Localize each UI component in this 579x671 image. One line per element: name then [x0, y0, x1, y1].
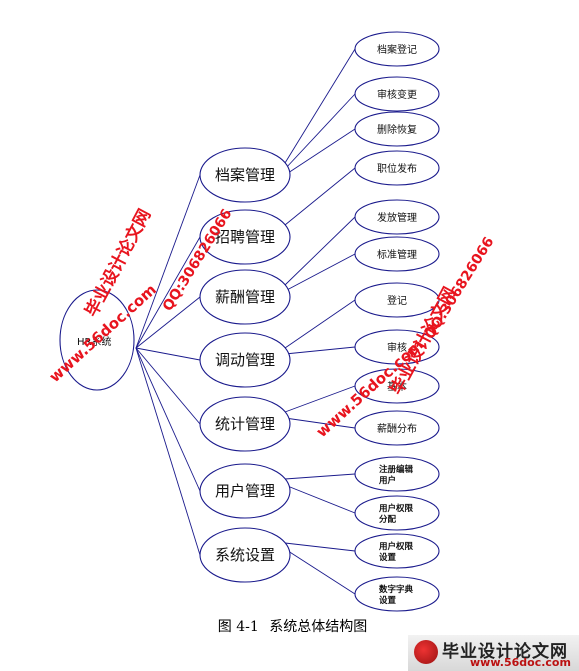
diagram-edges [135, 48, 356, 595]
sub-node-label: 薪酬分布 [377, 423, 417, 435]
sub-node-label: 登记 [387, 294, 407, 307]
edge-root-to-module [135, 347, 201, 556]
edge-module-to-child [284, 385, 356, 413]
module-node-label: 用户管理 [215, 482, 275, 500]
sub-node-label: 设置 [379, 552, 397, 563]
sub-node-label: 档案登记 [377, 43, 417, 56]
module-node [199, 269, 291, 325]
sub-node [354, 329, 440, 365]
module-node [199, 147, 291, 203]
caption-text: 系统总体结构图 [269, 619, 368, 635]
edge-root-to-module [135, 347, 201, 361]
edge-module-to-child [284, 128, 356, 176]
sub-node-label: 注册编辑 [379, 464, 414, 475]
sub-node-label: 设置 [379, 595, 397, 606]
edge-root-to-module [135, 236, 201, 349]
edge-module-to-child [284, 473, 356, 480]
sub-node [354, 456, 440, 492]
module-node-label: 系统设置 [215, 546, 275, 564]
edge-module-to-child [284, 548, 356, 595]
sub-node-label: 发放管理 [377, 211, 417, 224]
module-node [199, 527, 291, 583]
module-node-label: 薪酬管理 [215, 288, 275, 306]
edge-root-to-module [135, 174, 201, 349]
watermark-bottom-url: www.56doc.com [470, 656, 571, 669]
module-node-label: 档案管理 [215, 166, 275, 184]
watermark-bottom-title: 毕业设计论文网 [442, 642, 568, 662]
sub-node-label: 删除恢复 [377, 123, 417, 136]
sub-node [354, 31, 440, 67]
module-node [199, 209, 291, 265]
sub-node-label: 数字字典 [379, 584, 414, 595]
edge-module-to-child [284, 93, 356, 170]
edge-module-to-child [284, 253, 356, 292]
sub-node [354, 76, 440, 112]
sub-node [354, 150, 440, 186]
edge-module-to-child [284, 299, 356, 349]
module-node [199, 463, 291, 519]
sub-node [354, 533, 440, 569]
sub-node-label: 用户权限 [378, 541, 414, 552]
edge-module-to-child [284, 167, 356, 226]
root-node [59, 289, 135, 391]
edge-module-to-child [284, 48, 356, 164]
sub-node-label: 分配 [379, 514, 397, 525]
caption-figure-number: 图 4-1 [217, 619, 259, 635]
sub-node-label: 基本 [387, 380, 407, 393]
sub-node-label: 职位发布 [377, 162, 417, 175]
edge-module-to-child [284, 417, 356, 429]
module-node-label: 招聘管理 [215, 228, 275, 246]
edge-module-to-child [284, 484, 356, 514]
sub-node [354, 111, 440, 147]
sub-node-label: 审核变更 [377, 88, 417, 101]
root-node-label: HR系统 [77, 335, 111, 348]
sub-node-label: 用户权限 [378, 503, 414, 514]
sub-node [354, 236, 440, 272]
module-node-label: 调动管理 [215, 351, 275, 369]
sub-node [354, 282, 440, 318]
module-node-label: 统计管理 [215, 415, 275, 433]
edge-module-to-child [284, 346, 356, 355]
site-logo-icon [414, 640, 438, 664]
edge-module-to-child [284, 216, 356, 286]
module-node [199, 396, 291, 452]
edge-root-to-module [135, 347, 201, 492]
edge-root-to-module [135, 347, 201, 425]
edge-root-to-module [135, 296, 201, 349]
figure-caption: 图 4-1 系统总体结构图 [0, 616, 579, 636]
sub-node-label: 用户 [378, 475, 396, 486]
sub-node [354, 199, 440, 235]
sub-node [354, 576, 440, 612]
watermark-bottom-badge: 毕业设计论文网 www.56doc.com [408, 635, 579, 671]
sub-node-label: 标准管理 [377, 248, 417, 261]
sub-node [354, 495, 440, 531]
sub-node [354, 368, 440, 404]
edge-module-to-child [284, 542, 356, 552]
sub-node [354, 410, 440, 446]
sub-node-label: 审核 [387, 341, 407, 354]
module-node [199, 332, 291, 388]
